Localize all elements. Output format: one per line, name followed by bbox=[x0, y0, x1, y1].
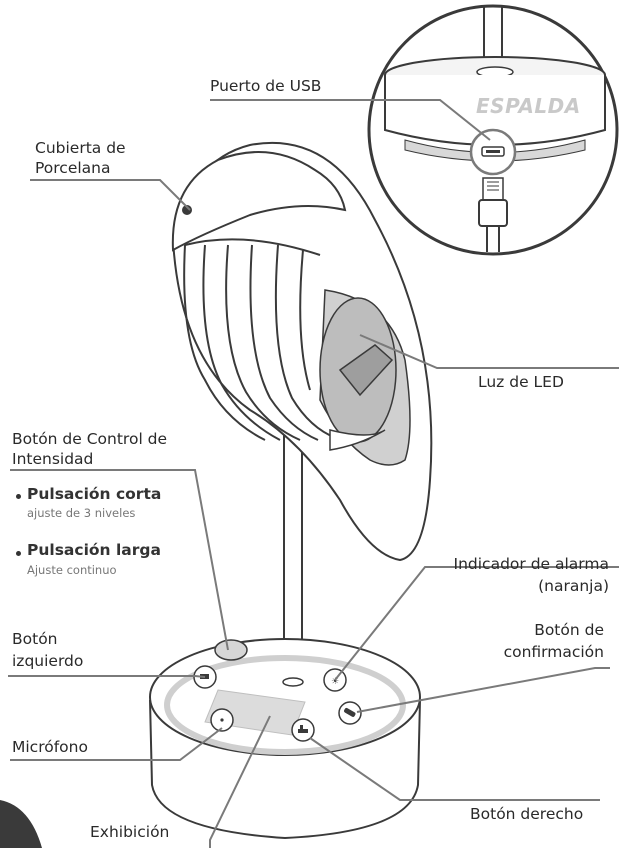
left-button-label-line2: izquierdo bbox=[12, 652, 84, 670]
long-press-bullet bbox=[16, 551, 21, 556]
alarm-indicator-label-line2: (naranja) bbox=[538, 577, 609, 595]
corner-tab bbox=[0, 800, 42, 848]
led-light-label: Luz de LED bbox=[478, 373, 564, 391]
intensity-button-label-line1: Botón de Control de bbox=[12, 430, 168, 448]
back-view-inset bbox=[367, 4, 619, 256]
porcelain-cover-label-line2: Porcelana bbox=[35, 159, 111, 177]
long-press-desc: Ajuste continuo bbox=[27, 563, 117, 577]
display-label: Exhibición bbox=[90, 823, 170, 841]
short-press-label: Pulsación corta bbox=[27, 485, 162, 503]
svg-text:☀: ☀ bbox=[331, 677, 339, 687]
confirm-button-label-line1: Botón de bbox=[534, 621, 604, 639]
short-press-desc: ajuste de 3 niveles bbox=[27, 506, 136, 520]
microphone-label: Micrófono bbox=[12, 738, 88, 756]
leader-lines bbox=[8, 99, 619, 848]
alarm-indicator-label-line1: Indicador de alarma bbox=[453, 555, 609, 573]
lamp-head bbox=[171, 141, 433, 562]
back-view-label: ESPALDA bbox=[476, 94, 581, 118]
usb-port-label: Puerto de USB bbox=[210, 77, 322, 95]
right-button-label: Botón derecho bbox=[470, 805, 584, 823]
lamp-pole bbox=[283, 420, 303, 680]
long-press-label: Pulsación larga bbox=[27, 541, 161, 559]
intensity-button-label-line2: Intensidad bbox=[12, 450, 94, 468]
porcelain-cover-label-line1: Cubierta de bbox=[35, 139, 126, 157]
left-button-label-line1: Botón bbox=[12, 630, 58, 648]
short-press-bullet bbox=[16, 494, 21, 499]
lamp-base: ☀ bbox=[149, 638, 421, 840]
confirm-button-label-line2: confirmación bbox=[503, 643, 604, 661]
